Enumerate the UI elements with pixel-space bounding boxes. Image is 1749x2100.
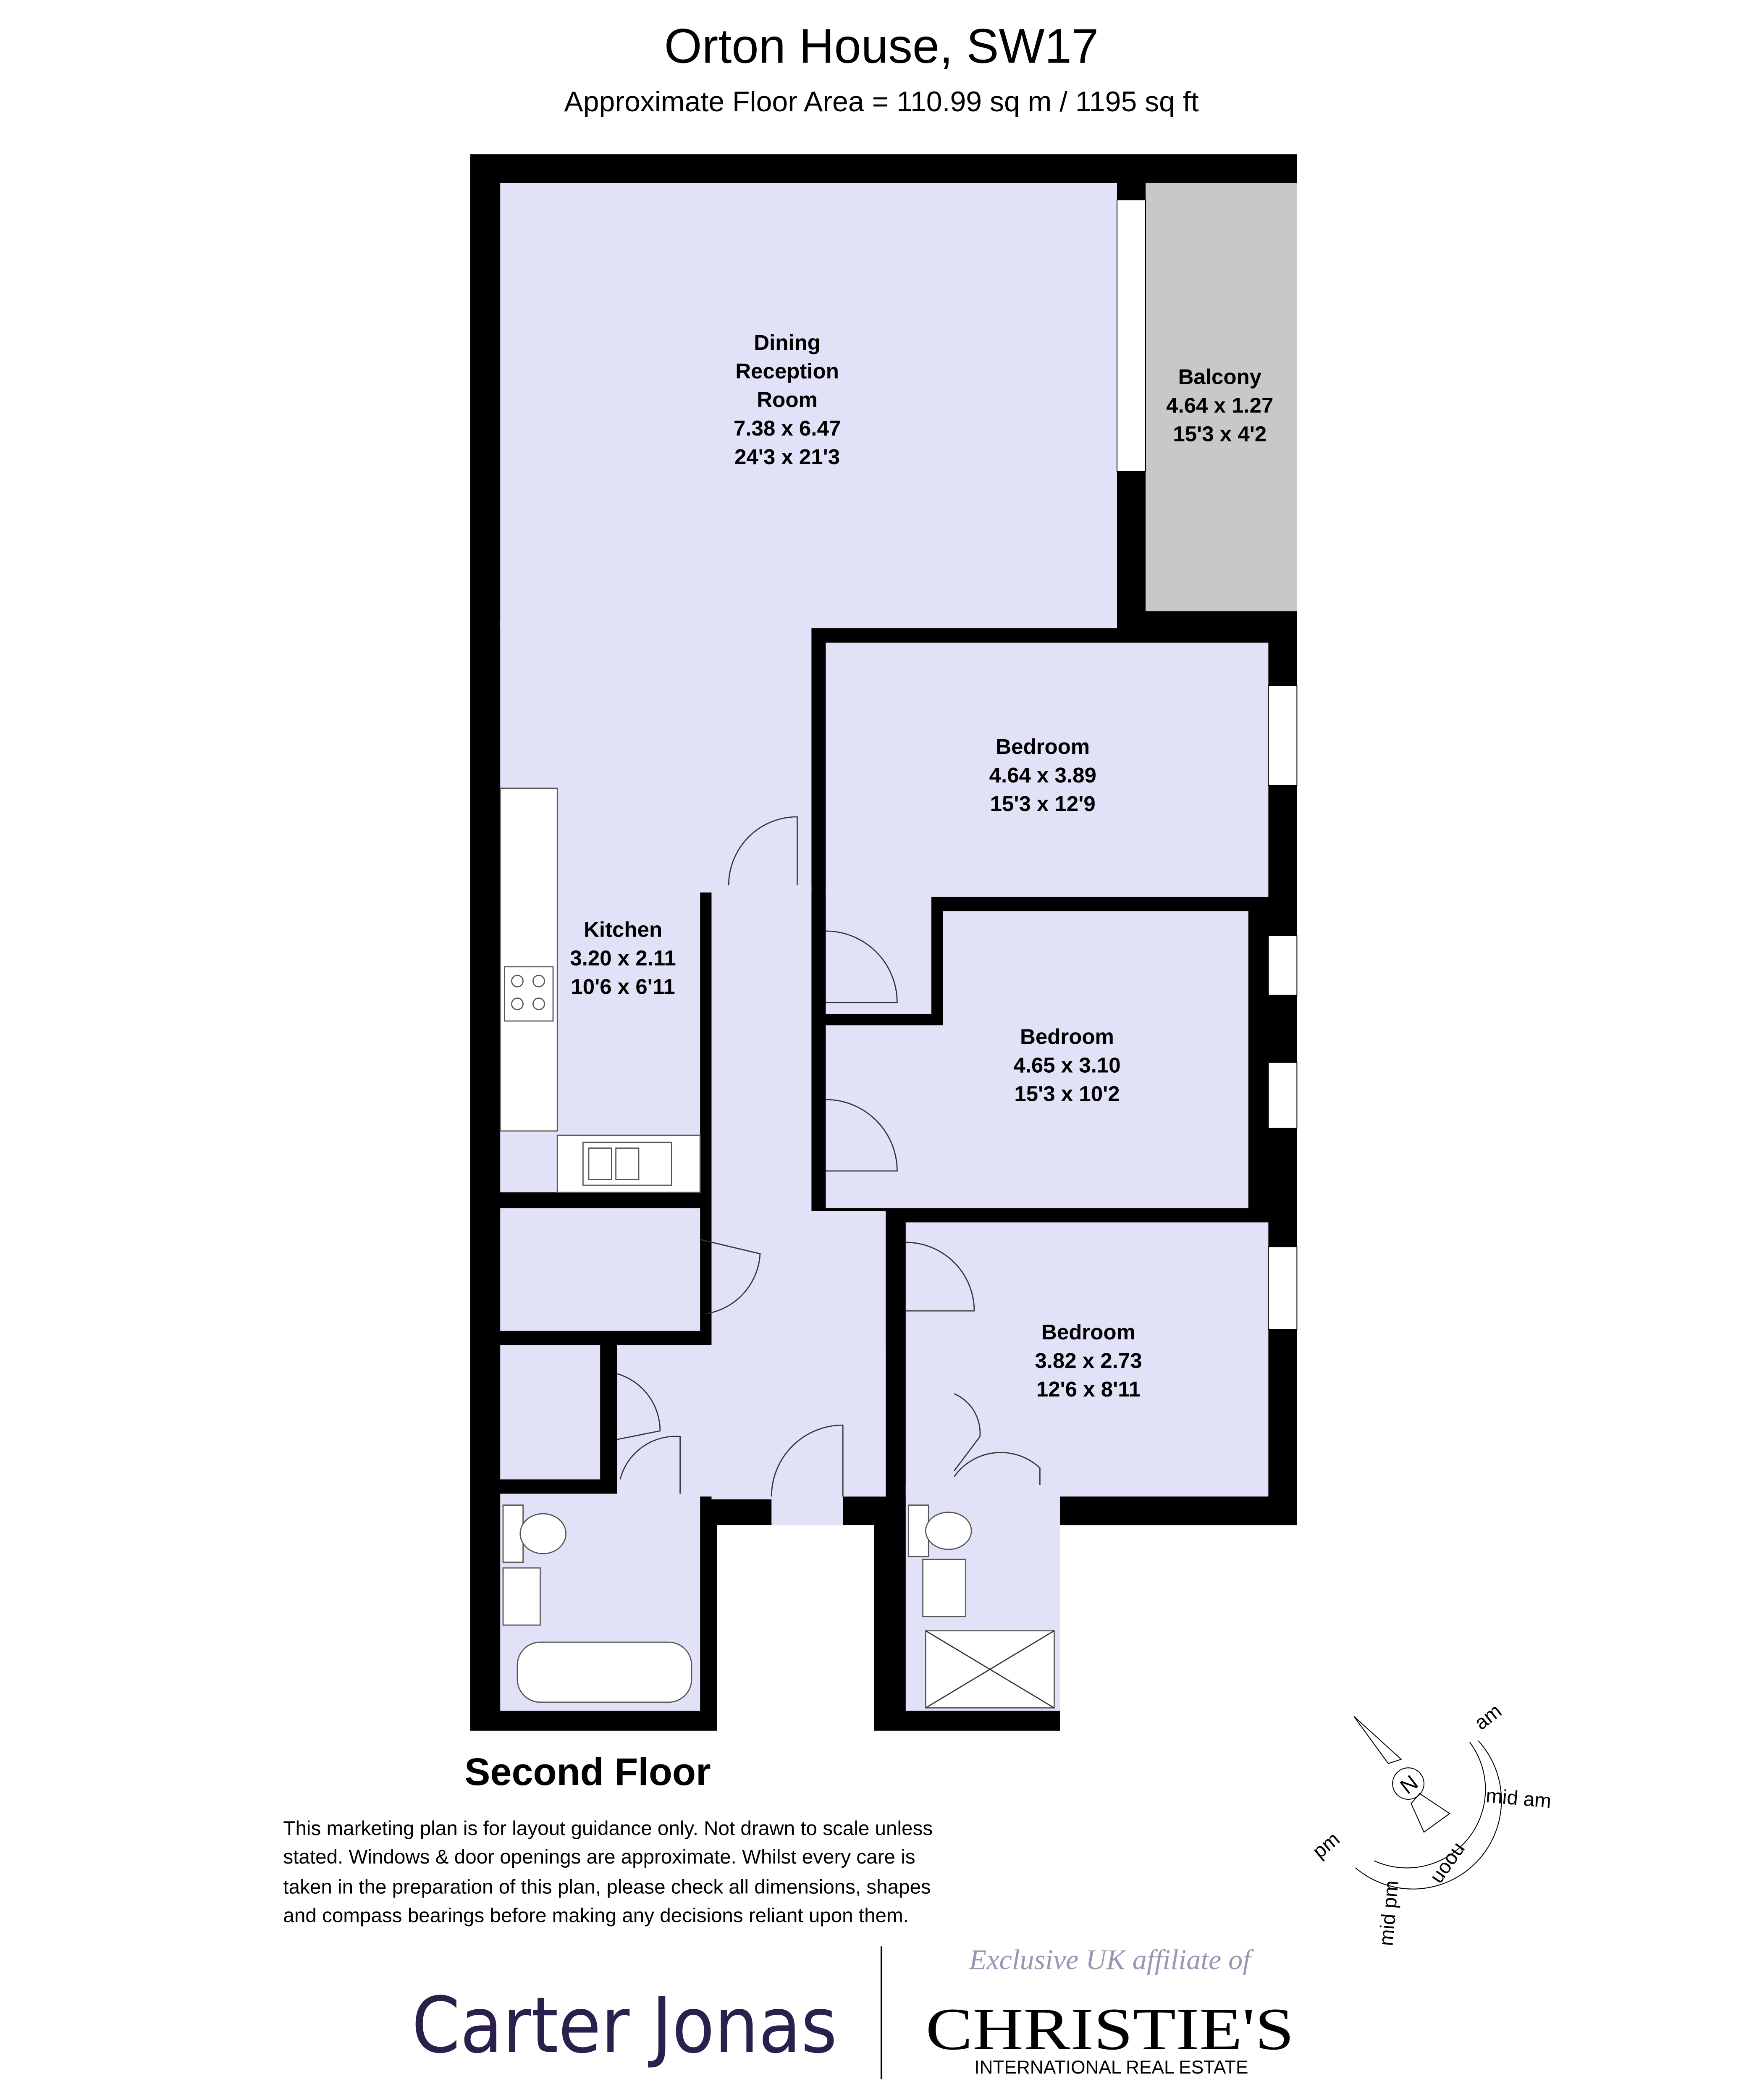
cupboard-2 (500, 1345, 600, 1480)
svg-text:noon: noon (1427, 1840, 1471, 1889)
affiliate-logo: CHRISTIE'S (926, 1996, 1294, 2062)
room-label-bedroom-3: Bedroom 3.82 x 2.73 12'6 x 8'11 (1035, 1320, 1142, 1401)
agent-logo: Carter Jonas (412, 1981, 837, 2071)
svg-text:pm: pm (1308, 1828, 1344, 1863)
svg-text:15'3 x 4'2: 15'3 x 4'2 (1173, 422, 1267, 446)
svg-text:10'6 x 6'11: 10'6 x 6'11 (571, 974, 675, 998)
svg-text:Bedroom: Bedroom (1020, 1024, 1114, 1048)
svg-text:7.38 x 6.47: 7.38 x 6.47 (734, 416, 841, 440)
hob-icon (504, 966, 554, 1022)
room-label-balcony: Balcony 4.64 x 1.27 15'3 x 4'2 (1166, 365, 1273, 446)
svg-text:Balcony: Balcony (1178, 365, 1262, 389)
bedroom-2 (943, 911, 1248, 1208)
svg-text:4.64 x 1.27: 4.64 x 1.27 (1166, 394, 1273, 417)
svg-text:Bedroom: Bedroom (1041, 1320, 1135, 1344)
bedroom-2-recess (826, 1025, 954, 1208)
svg-text:This marketing plan is for lay: This marketing plan is for layout guidan… (283, 1817, 933, 1840)
svg-text:3.82 x 2.73: 3.82 x 2.73 (1035, 1349, 1142, 1373)
svg-text:3.20 x 2.11: 3.20 x 2.11 (570, 946, 676, 970)
affiliate-note: Exclusive UK affiliate of (969, 1944, 1254, 1976)
svg-text:24'3 x 21'3: 24'3 x 21'3 (734, 445, 840, 469)
room-label-bedroom-1: Bedroom 4.64 x 3.89 15'3 x 12'9 (989, 735, 1096, 816)
affiliate-subtitle: INTERNATIONAL REAL ESTATE (974, 2057, 1248, 2078)
svg-text:stated. Windows & door opening: stated. Windows & door openings are appr… (283, 1846, 915, 1868)
compass-needle-icon (1353, 1716, 1402, 1764)
fixtures (499, 788, 1055, 1709)
svg-text:taken in the preparation of th: taken in the preparation of this plan, p… (283, 1876, 931, 1898)
svg-text:15'3 x 10'2: 15'3 x 10'2 (1014, 1082, 1120, 1105)
svg-text:12'6 x 8'11: 12'6 x 8'11 (1036, 1377, 1141, 1401)
room-label-kitchen: Kitchen 3.20 x 2.11 10'6 x 6'11 (570, 917, 676, 998)
cupboard-1 (500, 1208, 700, 1331)
balcony (1146, 183, 1297, 612)
room-label-dining: Dining Reception Room 7.38 x 6.47 24'3 x… (734, 331, 841, 469)
disclaimer: This marketing plan is for layout guidan… (283, 1817, 933, 1927)
svg-text:mid am: mid am (1485, 1785, 1552, 1812)
floor-plan-sheet: Orton House, SW17 Approximate Floor Area… (283, 19, 1552, 2079)
compass-north-circle (1392, 1767, 1425, 1800)
ensuite-basin-icon (922, 1559, 966, 1617)
room-label-bedroom-2: Bedroom 4.65 x 3.10 15'3 x 10'2 (1013, 1024, 1120, 1105)
svg-text:Reception: Reception (735, 359, 839, 383)
floor-label: Second Floor (464, 1751, 711, 1793)
hallway-right (803, 1211, 886, 1497)
door-swings (617, 816, 1041, 1497)
bedroom-3 (905, 1222, 1269, 1497)
windows (1116, 199, 1298, 1330)
kitchen-counter (499, 788, 558, 1132)
svg-text:am: am (1470, 1700, 1506, 1734)
svg-text:4.65 x 3.10: 4.65 x 3.10 (1013, 1053, 1120, 1077)
svg-text:Kitchen: Kitchen (584, 917, 662, 941)
bedroom-1 (826, 643, 1269, 897)
page-title: Orton House, SW17 (664, 19, 1099, 74)
svg-text:mid pm: mid pm (1375, 1880, 1403, 1947)
svg-text:and compass bearings before ma: and compass bearings before making any d… (283, 1904, 908, 1927)
compass: N am mid am noon mid pm pm (1308, 1700, 1552, 1947)
bedroom-1-recess (826, 885, 931, 1014)
svg-text:Bedroom: Bedroom (996, 735, 1090, 759)
page-subtitle: Approximate Floor Area = 110.99 sq m / 1… (564, 86, 1198, 118)
svg-text:4.64 x 3.89: 4.64 x 3.89 (989, 763, 1096, 787)
svg-text:Dining: Dining (754, 331, 821, 354)
svg-text:15'3 x 12'9: 15'3 x 12'9 (990, 792, 1096, 816)
svg-text:Room: Room (757, 388, 817, 412)
basin-icon (502, 1567, 541, 1626)
dining-reception-room (500, 183, 1117, 629)
rooms (500, 183, 1297, 1711)
bath-icon (517, 1641, 692, 1703)
entrance (771, 1485, 843, 1525)
